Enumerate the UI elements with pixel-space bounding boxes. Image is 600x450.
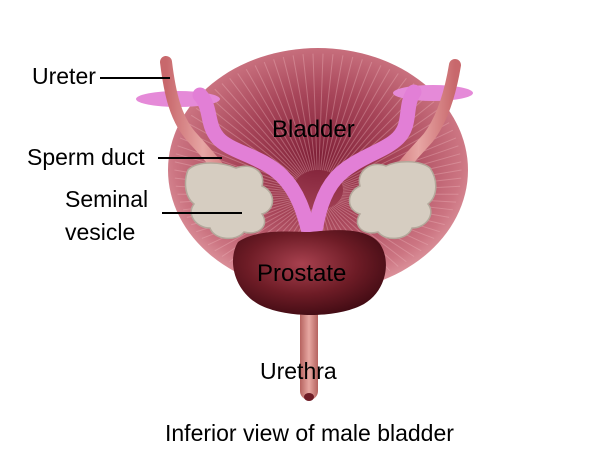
bladder-striation	[326, 61, 373, 172]
seminal-vesicle-left	[184, 162, 274, 240]
label-seminal-vesicle-line1: Seminal	[65, 186, 149, 212]
bladder-striation	[221, 204, 302, 257]
label-urethra: Urethra	[260, 358, 337, 384]
bladder-striation	[320, 54, 334, 171]
bladder-striation	[229, 77, 304, 175]
urethra-opening	[304, 393, 314, 401]
bladder-striation	[292, 55, 315, 171]
bladder-striation	[321, 55, 344, 171]
bladder-striation	[331, 73, 399, 174]
bladder-striation	[302, 54, 316, 171]
bladder-striation	[325, 59, 363, 172]
bladder-striation	[201, 101, 299, 179]
label-ureter: Ureter	[32, 63, 96, 89]
bladder-striation	[323, 56, 354, 171]
seminal-vesicle-right	[348, 161, 437, 240]
urethra-tube	[300, 300, 318, 400]
prostate-gland	[232, 230, 386, 315]
bladder-striation	[214, 88, 301, 177]
bladder-striation	[254, 65, 308, 173]
label-sperm-duct: Sperm duct	[27, 144, 145, 170]
bladder-striation	[312, 53, 318, 171]
label-bladder: Bladder	[272, 116, 355, 143]
sperm-duct-right	[306, 84, 422, 244]
bladder-striation	[221, 83, 302, 176]
sperm-duct-left	[192, 87, 318, 244]
bladder-striation	[207, 94, 300, 178]
bladder-striation	[328, 65, 382, 173]
bladder-striation	[237, 73, 305, 174]
bladder-striation	[177, 145, 294, 187]
bladder-striation	[318, 53, 324, 171]
bladder-striation	[333, 205, 407, 263]
bladder-striation	[263, 61, 310, 172]
label-prostate: Prostate	[257, 260, 347, 287]
bladder-striation	[330, 68, 391, 173]
label-seminal-vesicle-line2: vesicle	[65, 219, 136, 245]
bladder-striation	[273, 59, 311, 172]
bladder-striation	[245, 68, 306, 173]
bladder-striation	[282, 56, 313, 171]
figure-caption: Inferior view of male bladder	[165, 420, 454, 446]
